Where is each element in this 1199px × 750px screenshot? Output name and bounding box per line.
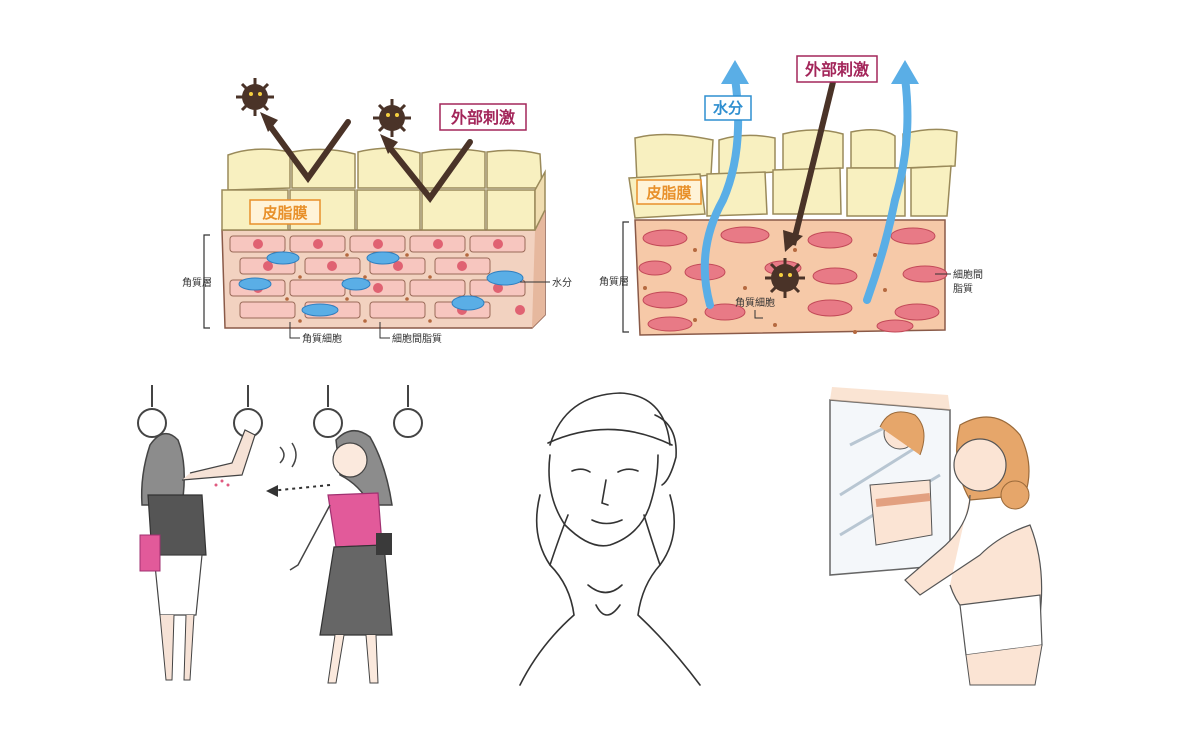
face-care-illustration bbox=[519, 392, 701, 686]
bounce-arrow-icon bbox=[267, 119, 473, 203]
woman-at-mirror-figure bbox=[904, 416, 1043, 686]
corneocyte-label: 角質細胞 bbox=[735, 296, 775, 309]
stratum-corneum-label: 角質層 bbox=[599, 275, 629, 288]
healthy-skin-diagram: 外部刺激 皮脂膜 角質層 水分 角質細胞 細胞間脂質 bbox=[182, 78, 572, 345]
germ-icon bbox=[373, 99, 411, 137]
corneocyte-label: 角質細胞 bbox=[302, 332, 342, 345]
external-stimulus-label: 外部刺激 bbox=[450, 108, 515, 127]
mirror-check-illustration bbox=[829, 387, 1043, 686]
intercellular-lipid-label: 細胞間 bbox=[953, 268, 983, 281]
germ-icon bbox=[236, 78, 274, 116]
sebum-film-label: 皮脂膜 bbox=[262, 204, 307, 222]
woman-walking-figure bbox=[289, 430, 393, 684]
stimulus-arrow-icon bbox=[783, 81, 836, 252]
germ-icon bbox=[765, 258, 805, 298]
train-scene-illustration bbox=[137, 385, 423, 684]
stratum-corneum-label: 角質層 bbox=[182, 276, 212, 289]
woman-standing-figure bbox=[139, 429, 256, 681]
external-stimulus-label: 外部刺激 bbox=[804, 60, 869, 79]
stratum-corneum-layer bbox=[221, 209, 546, 329]
moisture-label: 水分 bbox=[713, 99, 743, 117]
sebum-film-label: 皮脂膜 bbox=[646, 184, 691, 202]
damaged-skin-diagram: 外部刺激 水分 皮脂膜 角質層 角質細胞 細胞間 脂質 bbox=[599, 55, 983, 336]
moisture-label: 水分 bbox=[552, 277, 572, 289]
hand-strap-icon bbox=[137, 385, 423, 438]
intercellular-lipid-label: 細胞間脂質 bbox=[392, 332, 442, 345]
intercellular-lipid-label-line2: 脂質 bbox=[953, 282, 973, 295]
